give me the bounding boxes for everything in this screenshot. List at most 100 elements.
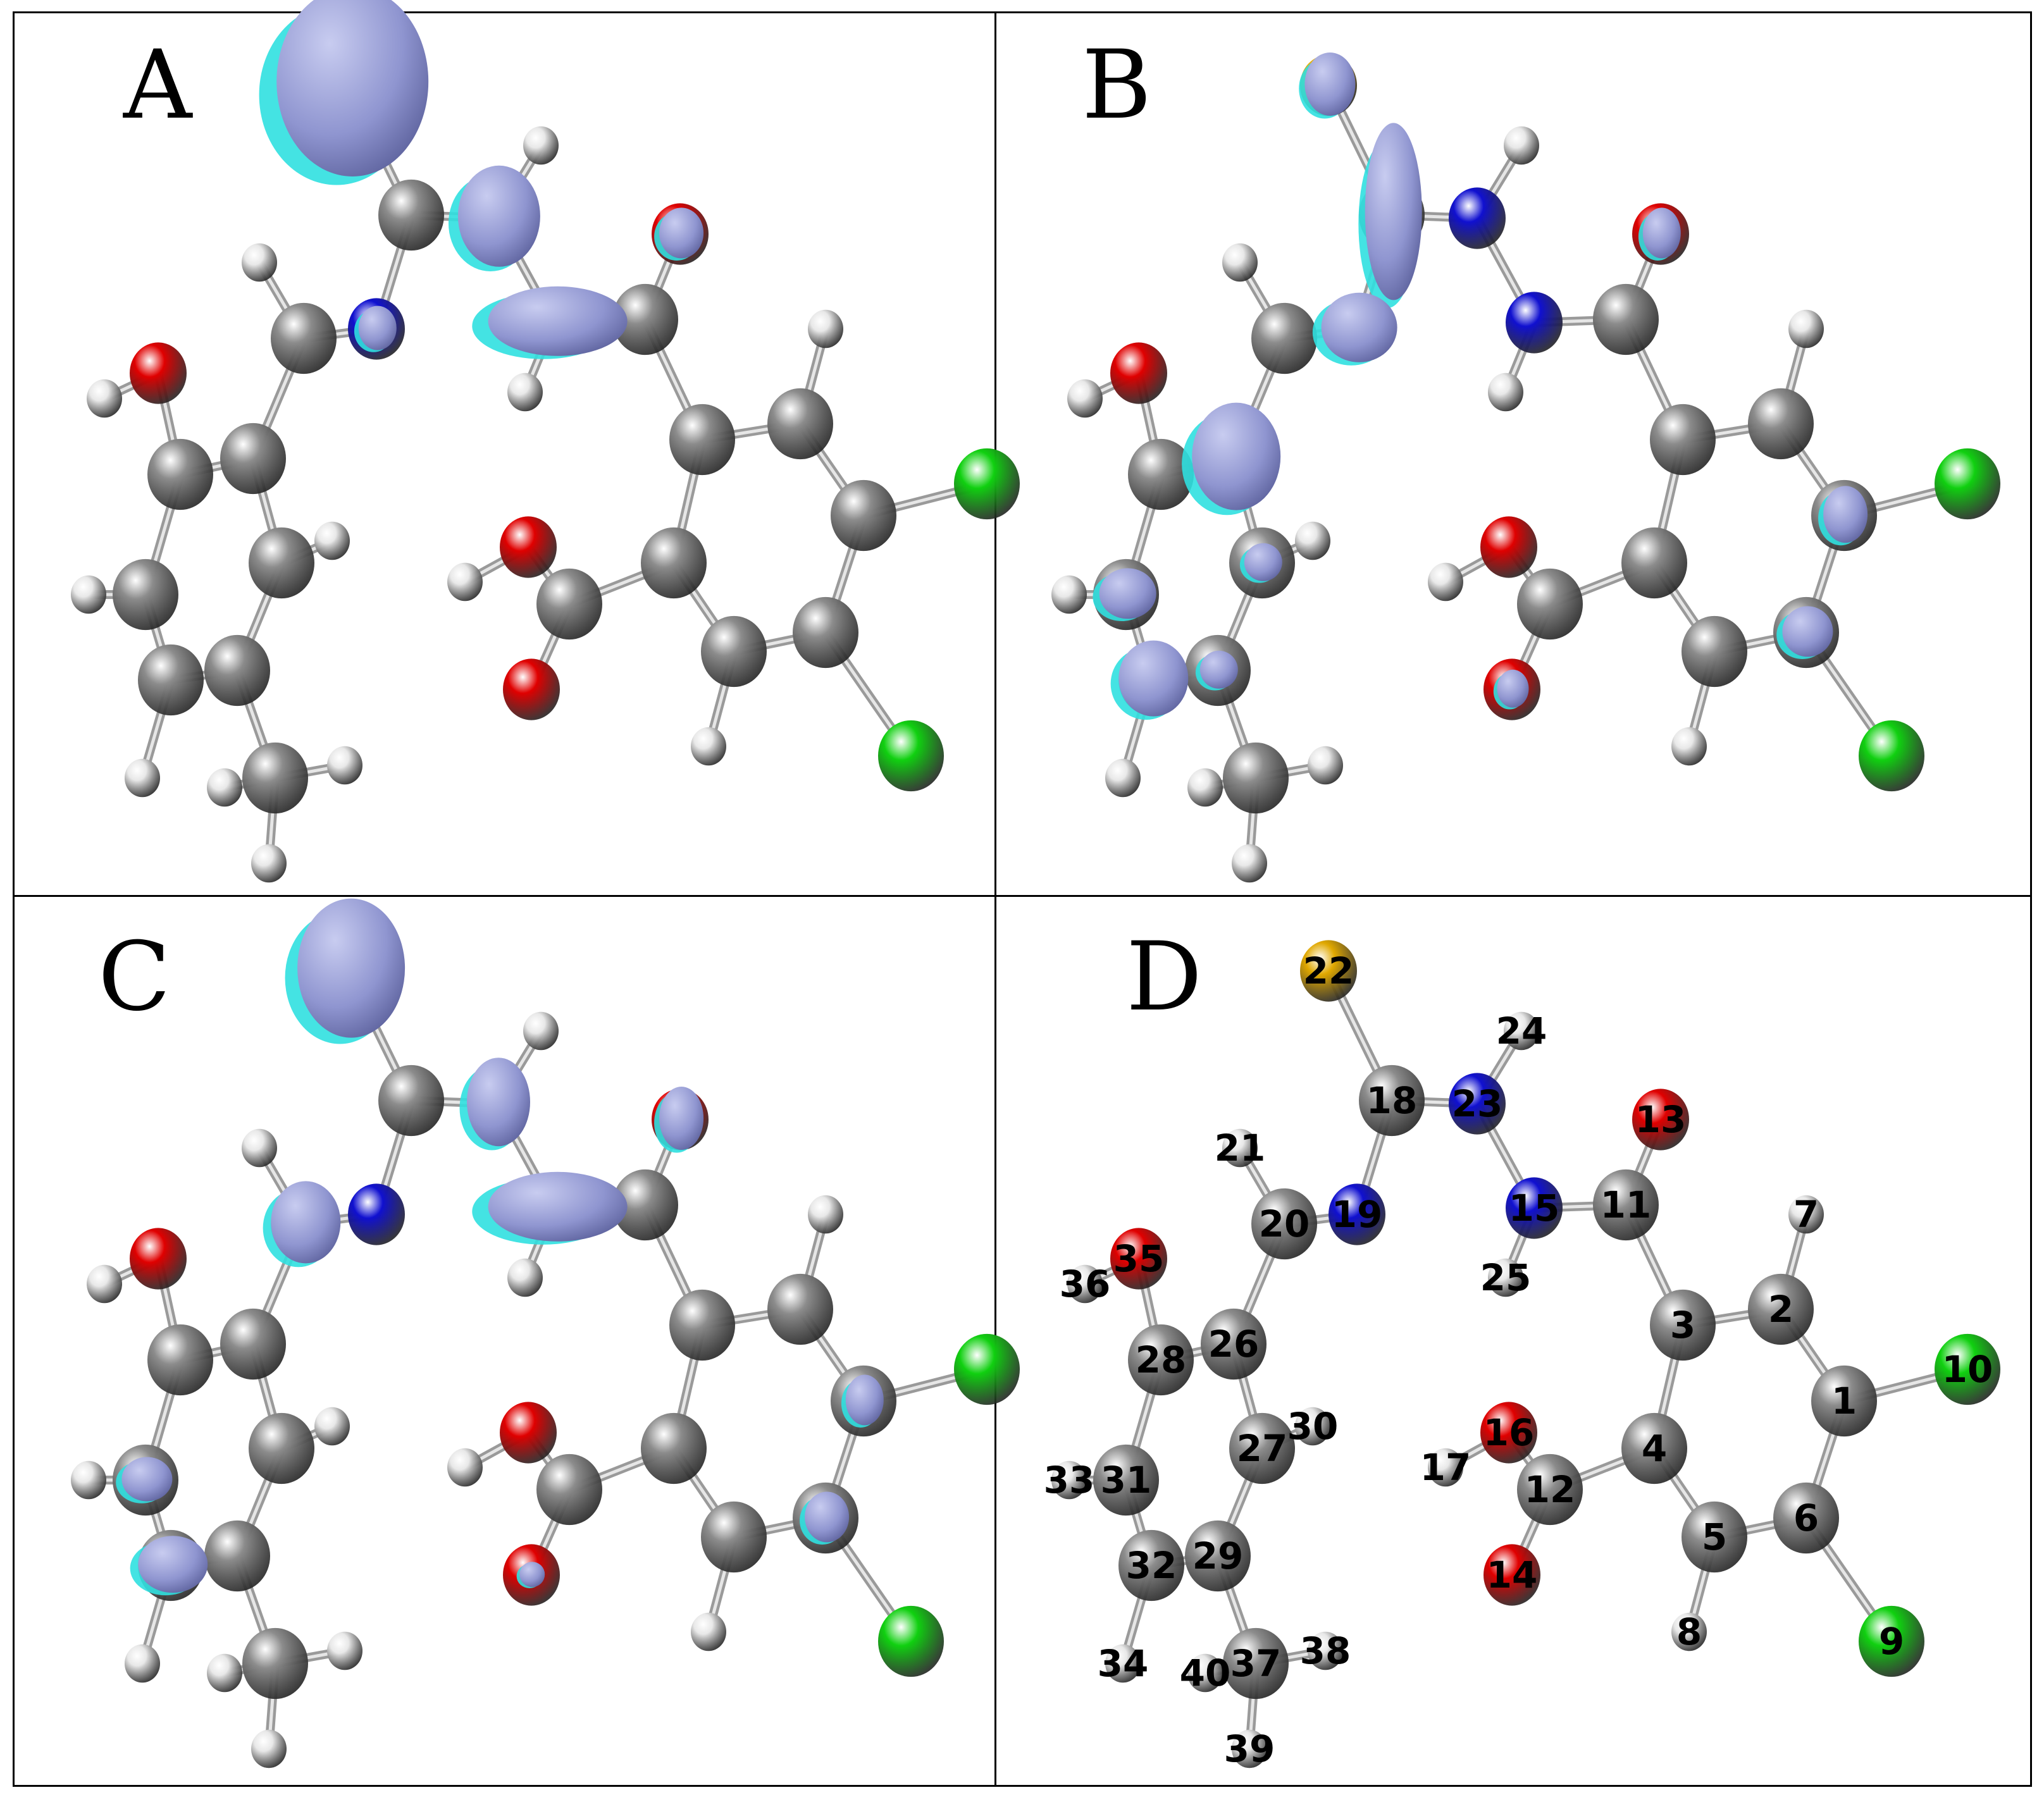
- atom-o: [1632, 1089, 1689, 1151]
- atom-number-label: 5: [1702, 1515, 1727, 1558]
- atom-c: [1229, 1412, 1295, 1484]
- atom-cl: [954, 448, 1020, 520]
- atom-c: [1093, 1444, 1159, 1516]
- atom-cl: [1859, 1605, 1924, 1677]
- atom-h: [71, 575, 106, 614]
- atom-number-label: 4: [1642, 1427, 1667, 1470]
- atom-c: [641, 527, 707, 599]
- atom-number-label: 26: [1208, 1323, 1260, 1366]
- atom-number-label: 28: [1136, 1338, 1187, 1381]
- atom-h: [242, 243, 277, 282]
- atom-c: [378, 179, 444, 251]
- atom-h: [1187, 1653, 1223, 1693]
- orbital-lobe: [138, 1536, 208, 1593]
- orbital-lobe: [1497, 669, 1529, 708]
- orbital-lobe: [1642, 207, 1681, 259]
- atom-h: [1428, 1448, 1463, 1487]
- panel-label-b: B: [1082, 30, 1152, 140]
- orbital-lobe: [457, 165, 540, 267]
- atom-n: [1449, 187, 1506, 249]
- atom-c: [701, 615, 767, 688]
- atom-h: [1051, 1460, 1087, 1500]
- atom-h: [507, 1258, 543, 1297]
- orbital-lobe: [519, 1562, 545, 1588]
- orbital-lobe: [1192, 402, 1281, 510]
- atom-number-label: 2: [1768, 1288, 1793, 1331]
- atom-c: [147, 1324, 213, 1396]
- atom-number-label: 23: [1452, 1082, 1503, 1125]
- atom-number-label: 30: [1287, 1405, 1339, 1448]
- atom-number-label: 32: [1126, 1544, 1177, 1587]
- atom-h: [87, 379, 122, 418]
- atom-h: [523, 126, 559, 165]
- atom-number-label: 31: [1101, 1459, 1152, 1502]
- atom-c: [669, 1289, 735, 1361]
- atom-number-label: 36: [1060, 1262, 1111, 1305]
- atom-s: [1300, 940, 1357, 1002]
- molecule-b: [1051, 52, 2000, 883]
- orbital-lobe: [1099, 568, 1156, 619]
- atom-h: [314, 521, 350, 560]
- orbital-lobe: [1782, 606, 1833, 657]
- atom-h: [808, 1195, 843, 1234]
- atom-h: [1671, 727, 1707, 766]
- atom-cl: [878, 720, 944, 792]
- atom-h: [1308, 746, 1343, 785]
- atom-h: [1232, 1729, 1267, 1768]
- atom-n: [348, 1183, 405, 1245]
- atom-c: [1251, 1188, 1317, 1260]
- atom-h: [1295, 521, 1330, 560]
- panel-label-a: A: [123, 30, 192, 140]
- atom-c: [536, 1453, 602, 1526]
- atom-number-label: 9: [1879, 1620, 1904, 1663]
- panel-label-d: D: [1126, 922, 1203, 1032]
- atom-c: [242, 742, 308, 814]
- atom-c: [1128, 1324, 1194, 1396]
- atom-c: [249, 527, 314, 599]
- atom-number-label: 38: [1300, 1629, 1351, 1672]
- atom-number-label: 40: [1180, 1651, 1231, 1694]
- orbital-lobe: [659, 207, 704, 259]
- atom-number-label: 16: [1483, 1411, 1535, 1454]
- atom-h: [1788, 309, 1824, 349]
- atom-h: [1067, 1264, 1103, 1304]
- atom-o: [1480, 1402, 1537, 1464]
- atom-c: [1359, 1065, 1425, 1137]
- atom-h: [523, 1011, 559, 1051]
- atom-number-label: 27: [1237, 1427, 1288, 1470]
- atom-h: [1222, 243, 1258, 282]
- atom-c: [1223, 1627, 1289, 1700]
- atom-number-label: 22: [1303, 949, 1354, 992]
- orbital-lobe: [121, 1457, 173, 1502]
- orbital-lobe: [276, 0, 429, 176]
- atom-h: [314, 1407, 350, 1446]
- orbital-lobe: [845, 1374, 884, 1426]
- orbital-lobe: [271, 1181, 341, 1264]
- orbital-lobe: [805, 1491, 850, 1543]
- atom-number-label: 17: [1420, 1446, 1471, 1489]
- atom-number-label: 15: [1509, 1187, 1560, 1230]
- atom-h: [1051, 575, 1087, 614]
- atom-c: [1223, 742, 1289, 814]
- atom-c: [1128, 438, 1194, 510]
- orbital-lobe: [659, 1087, 704, 1150]
- atom-c: [767, 1273, 833, 1345]
- atom-h: [1222, 1128, 1258, 1168]
- atom-number-label: 12: [1525, 1468, 1576, 1511]
- atom-h: [447, 1448, 483, 1487]
- orbital-lobe: [297, 898, 406, 1038]
- orbital-lobe: [1321, 292, 1397, 362]
- orbital-lobe: [488, 1171, 628, 1242]
- atom-o: [1483, 1544, 1540, 1606]
- atom-h: [327, 746, 362, 785]
- panel-label-c: C: [98, 922, 171, 1032]
- orbital-lobe: [1118, 640, 1189, 717]
- atom-h: [251, 844, 287, 883]
- atom-c: [138, 644, 204, 716]
- atom-h: [207, 1653, 242, 1693]
- atom-c: [242, 1627, 308, 1700]
- orbital-lobe: [1823, 486, 1868, 543]
- atom-c: [249, 1412, 314, 1484]
- atom-number-label: 19: [1332, 1193, 1383, 1236]
